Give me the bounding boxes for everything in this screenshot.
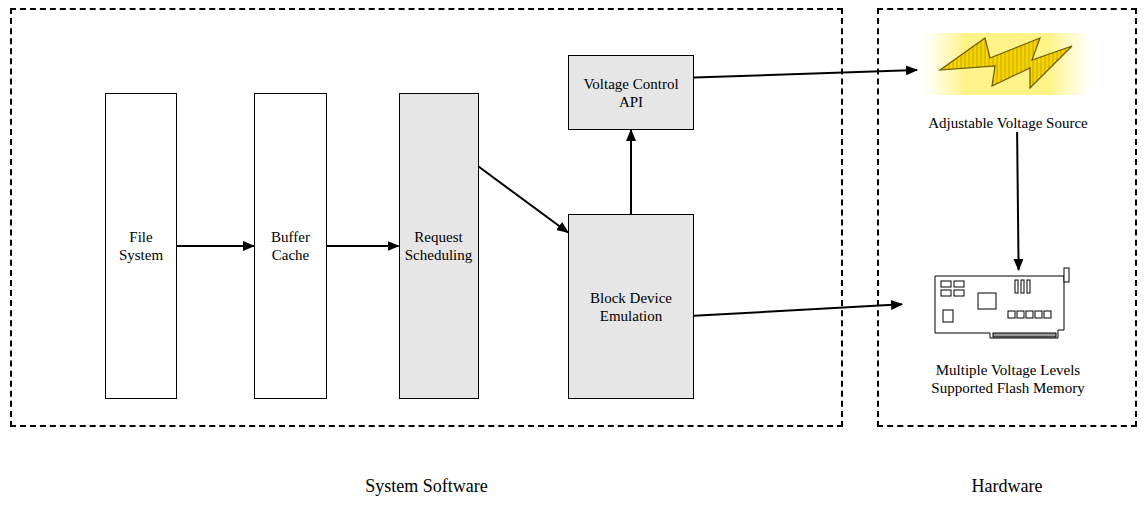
node-label: Buffer Cache — [259, 228, 322, 264]
arrow-connector — [630, 130, 632, 214]
arrow-connector — [177, 245, 254, 247]
node-label: Adjustable Voltage Source — [928, 114, 1087, 132]
request-scheduling-box: Request Scheduling — [399, 93, 479, 399]
glow — [922, 33, 1092, 95]
voltage-source-icon — [922, 33, 1092, 95]
node-label: Request Scheduling — [404, 228, 474, 264]
flash-card-icon — [935, 268, 1069, 338]
voltage-api-box: Voltage Control API — [568, 55, 694, 130]
node-label: Voltage Control API — [573, 75, 689, 111]
arrow-connector — [479, 166, 569, 232]
file-system-box: File System — [105, 93, 177, 399]
node-label: File System — [110, 228, 172, 264]
arrow-connector — [1017, 132, 1019, 270]
block-device-box: Block Device Emulation — [568, 214, 694, 399]
flash-memory-node: Multiple Voltage Levels Supported Flash … — [902, 270, 1114, 397]
region-label: System Software — [12, 476, 841, 497]
hardware-region: HardwareAdjustable Voltage SourceMultipl… — [877, 8, 1137, 427]
arrow-connector — [327, 245, 399, 247]
system-software-region: System SoftwareFile SystemBuffer CacheRe… — [10, 8, 843, 427]
arrow-connector — [694, 304, 902, 315]
region-label: Hardware — [879, 476, 1135, 497]
node-label: Multiple Voltage Levels Supported Flash … — [923, 361, 1093, 397]
buffer-cache-box: Buffer Cache — [254, 93, 327, 399]
node-label: Block Device Emulation — [573, 289, 689, 325]
arrow-connector — [694, 70, 917, 78]
lightning-bolt — [940, 38, 1072, 88]
voltage-source-node: Adjustable Voltage Source — [917, 32, 1099, 132]
